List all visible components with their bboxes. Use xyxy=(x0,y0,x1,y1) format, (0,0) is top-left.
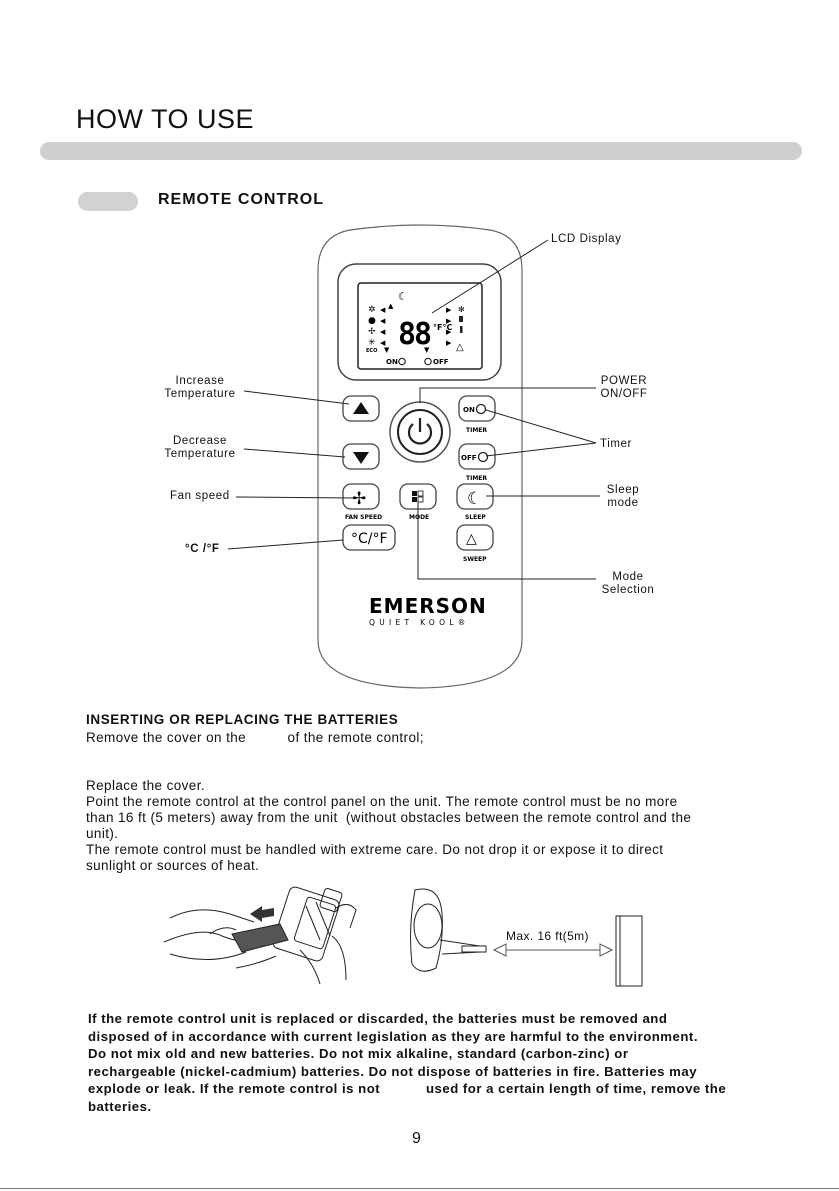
fan-speed-button xyxy=(342,483,380,510)
clock-icon xyxy=(475,403,487,415)
batteries-line-7: sunlight or sources of heat. xyxy=(86,858,260,873)
brand-subtitle: QUIET KOOL® xyxy=(369,618,470,627)
batteries-line-1: Remove the cover on the of the remote co… xyxy=(86,730,424,745)
page-number: 9 xyxy=(412,1130,421,1147)
batteries-heading: INSERTING OR REPLACING THE BATTERIES xyxy=(86,712,399,727)
brand-logo: EMERSON xyxy=(369,594,487,618)
remote-control-diagram: ☾ ✲ ● ✢ ✳ ECO ◀ ◀ ◀ ◀ 88 °F°C ▶ ▶ ▶ ▶ ✻ … xyxy=(227,224,600,689)
hand-with-remote-illustration xyxy=(163,886,357,985)
svg-text:◀: ◀ xyxy=(380,317,386,325)
distance-label: Max. 16 ft(5m) xyxy=(506,929,589,943)
distance-arrow xyxy=(492,943,614,957)
batteries-line-4: than 16 ft (5 meters) away from the unit… xyxy=(86,810,692,825)
down-arrow-icon xyxy=(353,452,369,464)
svg-text:▼: ▼ xyxy=(384,346,390,354)
battery-cover xyxy=(231,923,289,953)
svg-text:✳: ✳ xyxy=(368,338,376,348)
sleep-icon: ☾ xyxy=(467,489,482,509)
callout-fan-speed: Fan speed xyxy=(170,490,230,502)
unit-toggle-button xyxy=(342,524,396,551)
svg-text:◀: ◀ xyxy=(380,339,386,347)
power-icon xyxy=(407,423,433,445)
svg-text:◀: ◀ xyxy=(380,306,386,314)
svg-text:◀: ◀ xyxy=(380,328,386,336)
timer-off-label: OFF xyxy=(461,454,477,462)
svg-text:TIMER: TIMER xyxy=(466,475,487,482)
svg-text:●: ● xyxy=(368,316,376,326)
batteries-line-3: Point the remote control at the control … xyxy=(86,794,678,809)
battery-warning: If the remote control unit is replaced o… xyxy=(88,1011,727,1114)
sweep-button xyxy=(456,524,494,551)
lcd-on: ON xyxy=(386,358,398,366)
lcd-unit: °F°C xyxy=(433,323,452,332)
callout-unit: °C /°F xyxy=(185,543,220,555)
svg-text:▶: ▶ xyxy=(446,328,452,336)
svg-text:✢: ✢ xyxy=(368,327,376,337)
svg-text:▶: ▶ xyxy=(446,317,452,325)
lcd-left-icons: ✲ xyxy=(368,305,376,315)
unit-toggle-label: °C/°F xyxy=(351,531,388,547)
svg-text:SLEEP: SLEEP xyxy=(465,514,486,521)
callout-timer: Timer xyxy=(600,438,632,450)
title-bar xyxy=(40,142,802,160)
lcd-screen xyxy=(357,282,483,370)
svg-text:FAN SPEED: FAN SPEED xyxy=(345,514,382,521)
lcd-off: OFF xyxy=(433,358,449,366)
svg-text:▼: ▼ xyxy=(424,346,430,354)
lcd-digits: 88 xyxy=(398,317,431,352)
svg-text:▶: ▶ xyxy=(446,306,452,314)
batteries-line-2: Replace the cover. xyxy=(86,778,206,793)
callout-lcd-display: LCD Display xyxy=(551,233,622,245)
battery-illustration xyxy=(163,886,643,987)
timer-off-button xyxy=(458,443,496,470)
fan-icon: ✢ xyxy=(352,489,366,509)
svg-text:SWEEP: SWEEP xyxy=(463,556,487,563)
mode-icon xyxy=(412,491,417,496)
section-pill xyxy=(78,192,138,211)
sweep-icon: △ xyxy=(466,531,477,547)
svg-text:△: △ xyxy=(456,342,464,353)
section-title: REMOTE CONTROL xyxy=(158,191,324,208)
timer-on-label: ON xyxy=(463,406,475,414)
bottom-rule xyxy=(0,1188,839,1189)
insert-arrow-icon xyxy=(250,906,274,922)
svg-text:▶: ▶ xyxy=(446,339,452,347)
svg-text:TIMER: TIMER xyxy=(466,427,487,434)
page-title: HOW TO USE xyxy=(76,104,255,134)
person-pointing-illustration xyxy=(410,888,487,972)
svg-text:MODE: MODE xyxy=(409,514,429,521)
lcd-eco: ECO xyxy=(366,348,377,354)
svg-text:✻: ✻ xyxy=(458,305,465,314)
up-arrow-icon xyxy=(353,402,369,414)
batteries-line-5: unit). xyxy=(86,826,119,841)
moon-icon: ☾ xyxy=(398,290,408,303)
batteries-line-6: The remote control must be handled with … xyxy=(86,842,664,857)
svg-text:▲: ▲ xyxy=(388,302,394,310)
